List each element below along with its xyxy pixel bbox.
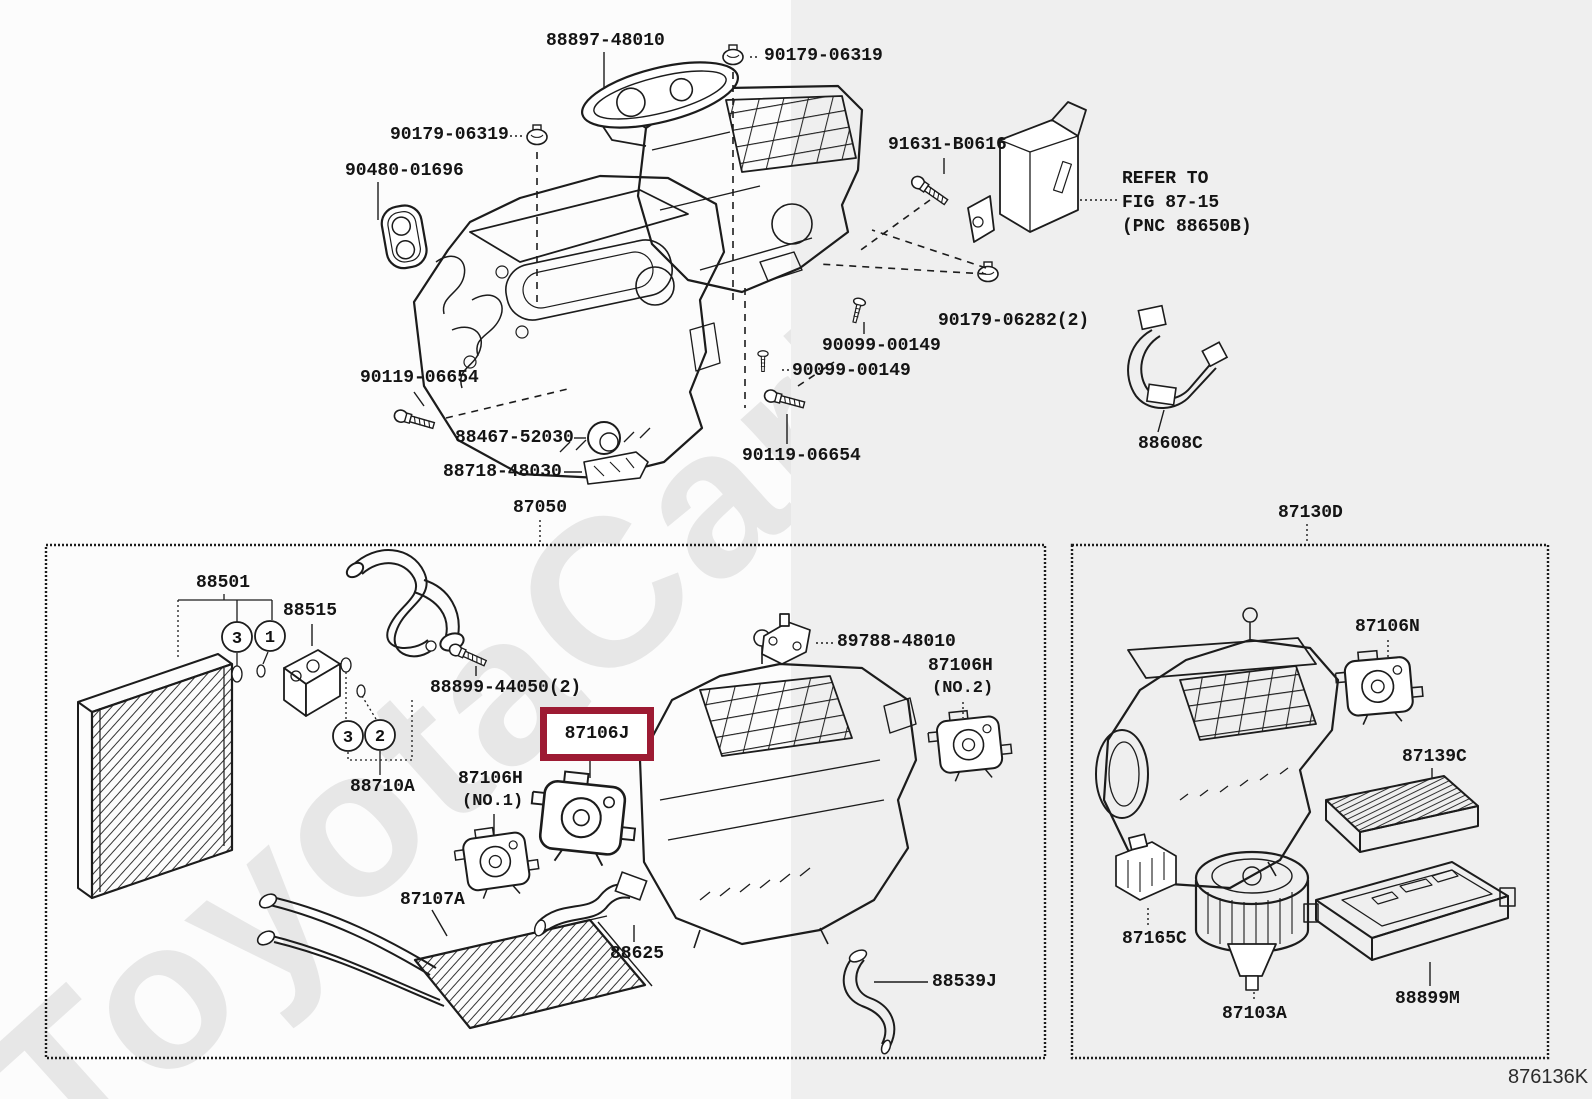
figure-code: 876136K	[1508, 1066, 1589, 1088]
callout-circle-3b: 3	[332, 720, 364, 752]
heater-core-87107A-drawing	[256, 893, 653, 1030]
part-label-88467-52030: 88467-52030	[455, 428, 574, 448]
hose-88625-drawing	[533, 871, 648, 937]
part-label-88899-44050: 88899-44050(2)	[430, 678, 582, 698]
box-label-87050: 87050	[513, 498, 568, 518]
part-label-88515: 88515	[283, 601, 338, 621]
pipe-assembly-88710A-drawing	[345, 549, 465, 658]
bolt-90119-right-icon	[762, 387, 807, 412]
screw-90099-top-icon	[847, 296, 867, 325]
bracket-89788-icon	[761, 613, 811, 665]
part-label-87106H-no1: 87106H	[458, 769, 523, 789]
part-label-88899M: 88899M	[1395, 989, 1460, 1009]
part-label-87107A: 87107A	[400, 890, 465, 910]
part-label-88897-48010: 88897-48010	[546, 31, 665, 51]
leader-lines-left-box	[311, 624, 964, 983]
hose-88539J-drawing	[842, 949, 896, 1055]
blower-unit-87130-drawing	[1095, 607, 1340, 890]
part-label-90119-06654-a: 90119-06654	[360, 368, 479, 388]
box-label-87130D: 87130D	[1278, 503, 1343, 523]
part-label-88539J: 88539J	[932, 972, 997, 992]
refer-note-line2: FIG 87-15	[1122, 193, 1220, 213]
evaporator-88501-drawing	[77, 653, 234, 900]
servo-87106H-no2-icon	[925, 705, 1015, 785]
part-label-88718-48030: 88718-48030	[443, 462, 562, 482]
part-label-87103A: 87103A	[1222, 1004, 1287, 1024]
part-label-91631-B0616: 91631-B0616	[888, 135, 1007, 155]
svg-text:1: 1	[265, 629, 275, 648]
bolt-91631-icon	[908, 173, 951, 208]
resistor-87165C-drawing	[1115, 833, 1177, 901]
part-label-88501: 88501	[196, 573, 251, 593]
svg-text:3: 3	[232, 630, 242, 649]
grommet-90480-icon	[380, 204, 428, 270]
clip-90179-06319-left-icon	[526, 124, 548, 146]
part-label-87106N: 87106N	[1355, 617, 1420, 637]
part-label-87106J: 87106J	[564, 724, 630, 744]
ecu-bracket-refer-icon	[967, 101, 1087, 243]
highlighted-part-box-87106J: 87106J	[540, 707, 654, 761]
leader-lines-top	[377, 52, 1308, 543]
part-label-90480-01696: 90480-01696	[345, 161, 464, 181]
part-label-88710A: 88710A	[350, 777, 415, 797]
part-label-90119-06654-b: 90119-06654	[742, 446, 861, 466]
part-label-87106H-no1-suffix: (NO.1)	[462, 792, 524, 811]
part-label-90099-00149-b: 90099-00149	[792, 361, 911, 381]
part-label-89788-48010: 89788-48010	[837, 632, 956, 652]
blower-motor-87103A-drawing	[1194, 850, 1310, 991]
main-unit-87050-drawing	[638, 629, 918, 949]
clip-90179-06282-icon	[977, 261, 999, 283]
detail-box-87130D	[1070, 543, 1550, 1060]
clip-90179-06319-top-icon	[722, 44, 744, 66]
refer-note: REFER TO FIG 87-15 (PNC 88650B)	[1122, 167, 1252, 239]
part-label-90179-06319-a: 90179-06319	[764, 46, 883, 66]
assembly-dashed-lines	[445, 72, 987, 419]
part-label-87165C: 87165C	[1122, 929, 1187, 949]
filter-case-88899M-drawing	[1303, 861, 1516, 961]
grommet-88897-icon	[581, 61, 739, 129]
part-label-90099-00149-a: 90099-00149	[822, 336, 941, 356]
part-label-87139C: 87139C	[1402, 747, 1467, 767]
grommet-88467-icon	[587, 421, 621, 455]
svg-text:3: 3	[343, 729, 353, 748]
leader-lines-right-box	[1147, 640, 1433, 1002]
part-label-90179-06319-b: 90179-06319	[390, 125, 509, 145]
callout-brackets-88710A	[340, 657, 413, 775]
callout-circle-2: 2	[364, 719, 396, 751]
servo-87106H-no1-icon	[450, 821, 543, 903]
refer-note-line3: (PNC 88650B)	[1122, 217, 1252, 237]
filter-87139C-drawing	[1325, 775, 1479, 853]
clamp-88718-icon	[583, 451, 649, 485]
screw-90099-bottom-icon	[757, 350, 769, 373]
part-label-87106H-no2-suffix: (NO.2)	[932, 679, 994, 698]
part-label-90179-06282: 90179-06282(2)	[938, 311, 1090, 331]
callout-brackets-88501	[177, 594, 273, 683]
refer-note-line1: REFER TO	[1122, 169, 1209, 189]
callout-circle-3a: 3	[221, 621, 253, 653]
servo-87106J-icon	[524, 767, 642, 870]
bolt-90119-left-icon	[392, 407, 437, 433]
bolt-88899-icon	[446, 641, 489, 670]
expansion-valve-88515-drawing	[283, 649, 341, 717]
main-unit-front-half-drawing	[412, 174, 726, 480]
harness-88608C-icon	[1127, 304, 1229, 410]
svg-text:2: 2	[375, 728, 385, 747]
part-label-88625: 88625	[610, 944, 665, 964]
part-label-87106H-no2: 87106H	[928, 656, 993, 676]
callout-circle-1: 1	[254, 620, 286, 652]
servo-87106N-icon	[1332, 645, 1426, 728]
part-label-88608C: 88608C	[1138, 434, 1203, 454]
